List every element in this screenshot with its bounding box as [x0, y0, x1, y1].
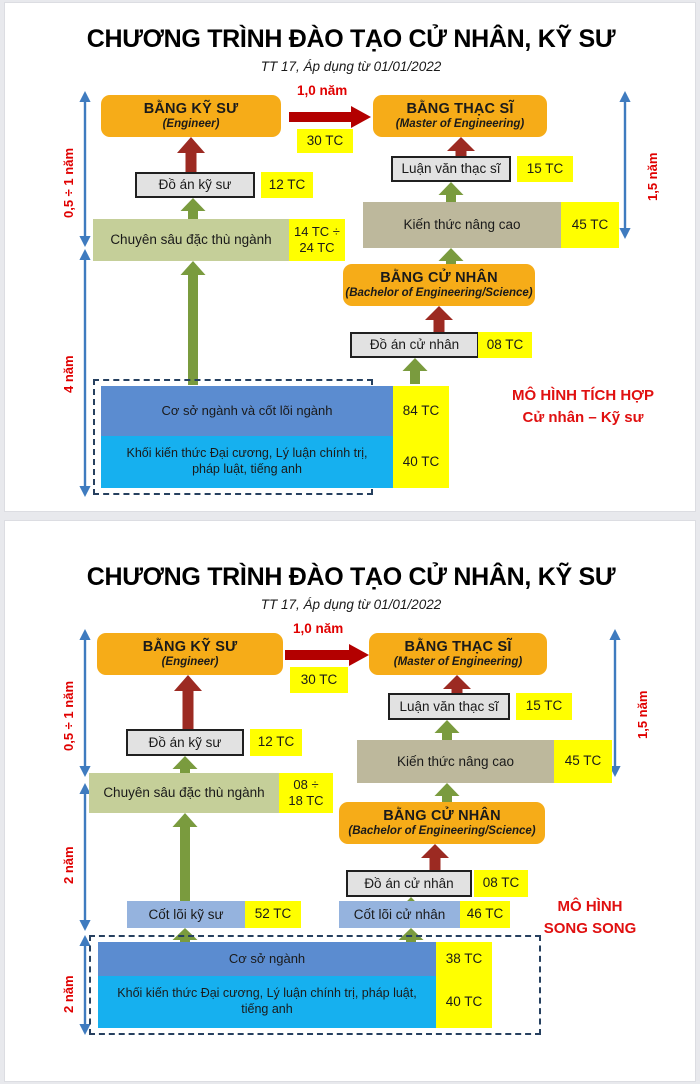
- box-engineer-project-2: Đồ án kỹ sư: [126, 729, 244, 756]
- duration-label-mid-left-2: 2 năm: [61, 846, 76, 884]
- credit-advanced-knowledge-2: 45 TC: [554, 740, 612, 783]
- model-note-line2-2: SONG SONG: [543, 919, 637, 937]
- page-subtitle-2: TT 17, Áp dụng từ 01/01/2022: [260, 597, 442, 612]
- credit-master-thesis-2: 15 TC: [516, 693, 572, 720]
- duration-arrow-right-1: [617, 91, 633, 239]
- box-bachelor-project-2: Đồ án cử nhân: [346, 870, 472, 897]
- box-bachelor-degree-1: BẰNG CỬ NHÂN (Bachelor of Engineering/Sc…: [343, 264, 535, 306]
- duration-arrow-bottom-left-1: [77, 249, 93, 497]
- box-engineer-project-1: Đồ án kỹ sư: [135, 172, 255, 198]
- credit-engineer-project-2: 12 TC: [250, 729, 302, 756]
- credit-bachelor-project-2: 08 TC: [474, 870, 528, 897]
- box-master-thesis-1: Luận văn thạc sĩ: [391, 156, 511, 182]
- box-advanced-knowledge-2: Kiến thức nâng cao: [357, 740, 554, 783]
- credit-specialization-line2-1: 24 TC: [299, 240, 335, 255]
- credit-general-knowledge-2: 40 TC: [436, 976, 492, 1028]
- master-degree-title-2: BẰNG THẠC SĨ: [404, 638, 512, 655]
- credit-bridge-2: 30 TC: [290, 667, 348, 693]
- engineer-degree-subtitle-1: (Engineer): [162, 118, 220, 131]
- credit-bachelor-core-2: 46 TC: [460, 901, 510, 928]
- credit-foundation-2: 38 TC: [436, 942, 492, 976]
- arrow-spine-engineer-2: [172, 813, 198, 901]
- duration-arrow-top-left-2: [77, 629, 93, 777]
- box-engineer-degree-1: BẰNG KỸ SƯ (Engineer): [101, 95, 281, 137]
- engineer-degree-title-2: BẰNG KỸ SƯ: [142, 638, 238, 655]
- box-foundation-2: Cơ sở ngành: [98, 942, 436, 976]
- arrow-up-bachelor-2: [420, 844, 450, 872]
- bachelor-degree-subtitle-2: (Bachelor of Engineering/Science): [348, 825, 536, 838]
- arrow-up-master-thesis-2: [434, 720, 460, 746]
- master-degree-subtitle-2: (Master of Engineering): [393, 656, 523, 669]
- engineer-degree-title-1: BẰNG KỸ SƯ: [143, 100, 239, 117]
- duration-label-bottom-left-1: 4 năm: [61, 355, 76, 393]
- box-specialization-2: Chuyên sâu đặc thù ngành: [89, 773, 279, 813]
- bachelor-degree-subtitle-1: (Bachelor of Engineering/Science): [345, 287, 533, 300]
- arrow-up-master-thesis-1: [438, 182, 464, 208]
- master-degree-title-1: BẰNG THẠC SĨ: [406, 100, 514, 117]
- duration-arrow-right-2: [607, 629, 623, 777]
- arrow-up-bachelor-project-1: [402, 358, 428, 384]
- duration-label-top-left-1: 0,5 ÷ 1 năm: [61, 147, 76, 218]
- box-engineer-core-2: Cốt lõi kỹ sư: [127, 901, 245, 928]
- credit-specialization-line1-1: 14 TC ÷: [294, 224, 340, 240]
- duration-arrow-bottom-left-2: [77, 935, 93, 1035]
- page-title-2: CHƯƠNG TRÌNH ĐÀO TẠO CỬ NHÂN, KỸ SƯ: [86, 563, 616, 591]
- model-note-line2-1: Cử nhân – Kỹ sư: [522, 408, 644, 426]
- credit-specialization-line1-2: 08 ÷: [293, 777, 319, 793]
- duration-arrow-mid-left-2: [77, 783, 93, 931]
- credit-advanced-knowledge-1: 45 TC: [561, 202, 619, 248]
- model-note-line1-1: MÔ HÌNH TÍCH HỢP: [512, 387, 654, 404]
- page-title-1: CHƯƠNG TRÌNH ĐÀO TẠO CỬ NHÂN, KỸ SƯ: [86, 25, 616, 53]
- box-specialization-1: Chuyên sâu đặc thù ngành: [93, 219, 289, 261]
- credit-engineer-core-2: 52 TC: [245, 901, 301, 928]
- credit-bridge-1: 30 TC: [297, 129, 353, 153]
- box-general-knowledge-1: Khối kiến thức Đại cương, Lý luận chính …: [101, 436, 393, 488]
- bachelor-degree-title-1: BẰNG CỬ NHÂN: [380, 269, 498, 286]
- credit-specialization-1: 14 TC ÷ 24 TC: [289, 219, 345, 261]
- foundation-dashed-container-2: [89, 935, 541, 1035]
- bridge-duration-label-2: 1,0 năm: [293, 621, 344, 636]
- duration-label-right-2: 1,5 năm: [635, 690, 650, 739]
- box-engineer-degree-2: BẰNG KỸ SƯ (Engineer): [97, 633, 283, 675]
- bridge-arrow-1: [289, 106, 371, 128]
- model-note-2: MÔ HÌNH SONG SONG: [500, 896, 680, 940]
- panel-parallel-model: CHƯƠNG TRÌNH ĐÀO TẠO CỬ NHÂN, KỸ SƯ TT 1…: [4, 520, 696, 1082]
- arrow-up-engineer-2: [173, 675, 203, 729]
- duration-arrow-top-left-1: [77, 91, 93, 247]
- duration-label-top-left-2: 0,5 ÷ 1 năm: [61, 680, 76, 751]
- arrow-up-advanced-knowledge-2: [434, 783, 460, 809]
- credit-foundation-core-1: 84 TC: [393, 386, 449, 436]
- credit-master-thesis-1: 15 TC: [517, 156, 573, 182]
- bridge-duration-label-1: 1,0 năm: [297, 83, 348, 98]
- engineer-degree-subtitle-2: (Engineer): [161, 656, 219, 669]
- box-master-degree-2: BẰNG THẠC SĨ (Master of Engineering): [369, 633, 547, 675]
- duration-label-bottom-left-2: 2 năm: [61, 975, 76, 1013]
- bridge-arrow-2: [285, 644, 369, 666]
- arrow-spine-engineer-1: [180, 261, 206, 385]
- credit-specialization-2: 08 ÷ 18 TC: [279, 773, 333, 813]
- credit-general-knowledge-1: 40 TC: [393, 436, 449, 488]
- model-note-line1-2: MÔ HÌNH: [557, 898, 623, 915]
- duration-label-right-1: 1,5 năm: [645, 152, 660, 201]
- box-bachelor-core-2: Cốt lõi cử nhân: [339, 901, 460, 928]
- box-advanced-knowledge-1: Kiến thức nâng cao: [363, 202, 561, 248]
- box-general-knowledge-2: Khối kiến thức Đại cương, Lý luận chính …: [98, 976, 436, 1028]
- box-master-thesis-2: Luận văn thạc sĩ: [388, 693, 510, 720]
- box-foundation-core-1: Cơ sở ngành và cốt lõi ngành: [101, 386, 393, 436]
- box-master-degree-1: BẰNG THẠC SĨ (Master of Engineering): [373, 95, 547, 137]
- arrow-up-engineer-project-1: [180, 198, 206, 224]
- credit-engineer-project-1: 12 TC: [261, 172, 313, 198]
- box-bachelor-degree-2: BẰNG CỬ NHÂN (Bachelor of Engineering/Sc…: [339, 802, 545, 844]
- credit-bachelor-project-1: 08 TC: [478, 332, 532, 358]
- master-degree-subtitle-1: (Master of Engineering): [395, 118, 525, 131]
- bachelor-degree-title-2: BẰNG CỬ NHÂN: [383, 807, 501, 824]
- page-subtitle-1: TT 17, Áp dụng từ 01/01/2022: [260, 59, 442, 74]
- arrow-up-engineer-1: [176, 137, 206, 175]
- model-note-1: MÔ HÌNH TÍCH HỢP Cử nhân – Kỹ sư: [483, 385, 683, 429]
- credit-specialization-line2-2: 18 TC: [288, 793, 324, 808]
- arrow-up-bachelor-1: [424, 306, 454, 334]
- panel-integrated-model: CHƯƠNG TRÌNH ĐÀO TẠO CỬ NHÂN, KỸ SƯ TT 1…: [4, 2, 696, 512]
- box-bachelor-project-1: Đồ án cử nhân: [350, 332, 479, 358]
